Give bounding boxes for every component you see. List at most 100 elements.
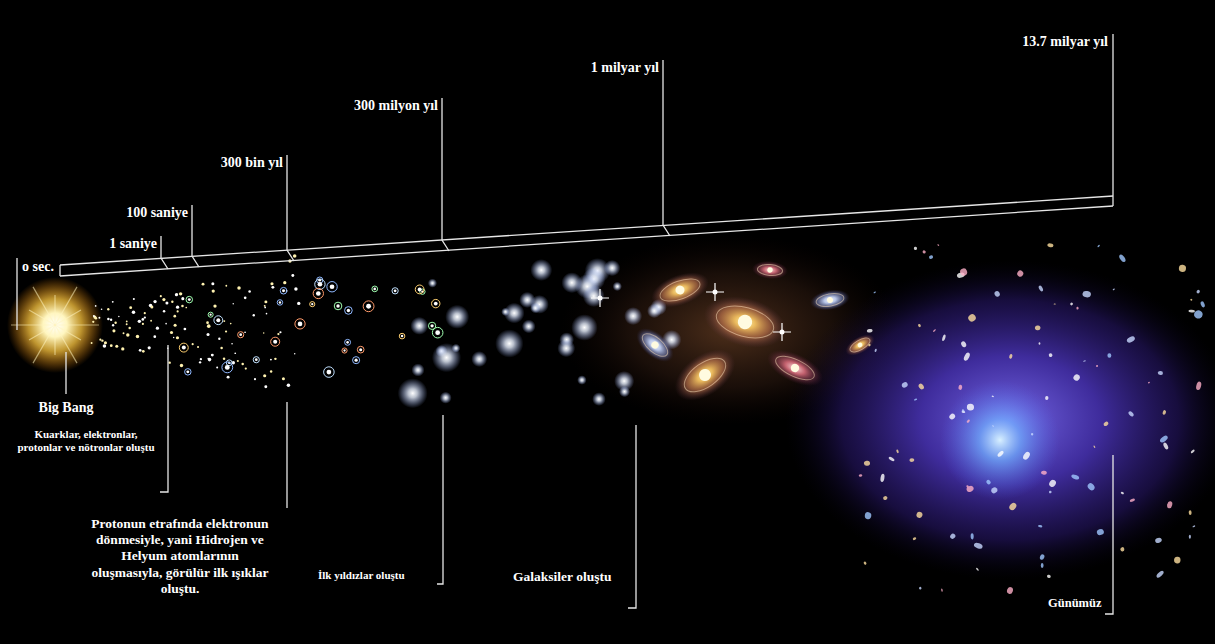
- atom-shell: [253, 357, 259, 363]
- particle-dot: [126, 333, 129, 336]
- distant-galaxy: [859, 474, 863, 477]
- atom-symbol: [353, 357, 360, 364]
- distant-galaxy: [919, 586, 922, 589]
- galaxy-disc: [698, 288, 792, 356]
- galaxy-arm: [679, 352, 732, 399]
- distant-galaxy: [994, 290, 1001, 297]
- big-bang-ray: [33, 287, 55, 325]
- particle-dot: [294, 353, 295, 354]
- particle-dot: [98, 317, 100, 319]
- atom-symbol: [399, 333, 405, 339]
- distant-galaxy: [914, 247, 918, 251]
- particle-dot: [170, 331, 173, 334]
- galaxy-core: [789, 362, 800, 373]
- star-glow: [619, 386, 630, 397]
- distant-galaxy: [1038, 525, 1043, 528]
- star-glow: [583, 285, 605, 307]
- timeline-beam: [59, 265, 60, 276]
- star-glow: [561, 272, 582, 293]
- big-bang-glow: [7, 277, 103, 373]
- atom-shell: [415, 285, 424, 294]
- galaxy-core: [650, 340, 660, 350]
- galaxy-arm: [848, 335, 872, 355]
- particle-dot: [282, 377, 285, 380]
- particle-dot: [156, 327, 159, 330]
- distant-galaxy: [959, 267, 968, 276]
- atom-shell: [334, 302, 342, 310]
- distant-galaxy: [864, 512, 871, 520]
- galaxy-symbol: [647, 266, 714, 315]
- sparkle-rays: [591, 289, 609, 307]
- atom-shell: [392, 288, 398, 294]
- distant-galaxy: [992, 425, 994, 427]
- particle-dot: [264, 385, 267, 388]
- galaxy-arm: [757, 264, 783, 277]
- atom-symbol: [415, 285, 424, 294]
- galaxy-core: [697, 367, 714, 384]
- present-universe-cloud: [785, 260, 1215, 580]
- galaxy-symbol: [630, 322, 679, 369]
- particle-dot: [148, 346, 151, 349]
- atom-nucleus: [273, 340, 277, 344]
- distant-galaxy: [1126, 335, 1136, 343]
- distant-galaxy: [1086, 482, 1096, 492]
- distant-galaxy: [883, 496, 888, 501]
- big-bang-ray: [55, 310, 81, 325]
- particle-dot: [266, 313, 268, 315]
- particle-dot: [264, 305, 266, 307]
- particle-dot: [142, 323, 144, 325]
- atom-symbol: [214, 316, 223, 325]
- particle-dot: [279, 331, 281, 333]
- distant-galaxy: [963, 352, 971, 362]
- particle-dot: [181, 297, 184, 300]
- particle-dot: [248, 290, 251, 293]
- star-glow: [613, 282, 622, 291]
- atom-shell: [185, 369, 191, 375]
- atom-nucleus: [225, 365, 230, 370]
- particle-dot: [202, 283, 205, 286]
- particle-dot: [277, 333, 279, 335]
- galaxy-core: [736, 313, 754, 331]
- distant-galaxy: [1112, 288, 1115, 290]
- distant-galaxy: [960, 340, 967, 348]
- particle-dot: [110, 318, 112, 320]
- distant-galaxy: [948, 413, 956, 421]
- atom-symbol: [327, 282, 337, 292]
- particle-dot: [230, 323, 232, 325]
- distant-galaxy: [1097, 244, 1100, 247]
- particle-dot: [244, 296, 247, 299]
- particle-dot: [121, 347, 124, 350]
- sparkle-rays: [773, 323, 791, 341]
- atom-shell: [342, 348, 347, 353]
- galaxy-symbol: [809, 287, 852, 314]
- distant-galaxy: [1155, 570, 1164, 579]
- particle-dot: [107, 308, 109, 310]
- particle-dot: [184, 328, 187, 331]
- distant-galaxy: [937, 244, 939, 246]
- bracket-line: [442, 98, 449, 251]
- star-glow: [410, 317, 428, 335]
- event-label: Günümüz: [1048, 596, 1102, 611]
- particle-dot: [133, 298, 135, 300]
- star-glow: [530, 259, 552, 281]
- galaxy-disc: [842, 330, 878, 360]
- timeline-label: 1 saniye: [109, 236, 157, 253]
- big-bang-ray: [29, 325, 55, 340]
- star-glow: [592, 392, 606, 406]
- big-bang-ray: [55, 324, 99, 325]
- distant-galaxy: [1193, 309, 1203, 319]
- distant-galaxy: [985, 479, 991, 485]
- distant-galaxy: [1103, 421, 1109, 427]
- atom-symbol: [363, 301, 374, 312]
- atom-shell: [295, 319, 305, 329]
- event-label: Protonun etrafında elektronun dönmesiyle…: [88, 516, 273, 597]
- galaxy-core: [857, 342, 864, 349]
- atom-nucleus: [209, 314, 211, 316]
- particle-dot: [200, 358, 202, 360]
- atom-shell: [315, 279, 325, 289]
- atom-symbol: [432, 299, 440, 307]
- atom-shell: [214, 316, 223, 325]
- atom-nucleus: [316, 291, 321, 296]
- distant-galaxy: [1188, 309, 1195, 313]
